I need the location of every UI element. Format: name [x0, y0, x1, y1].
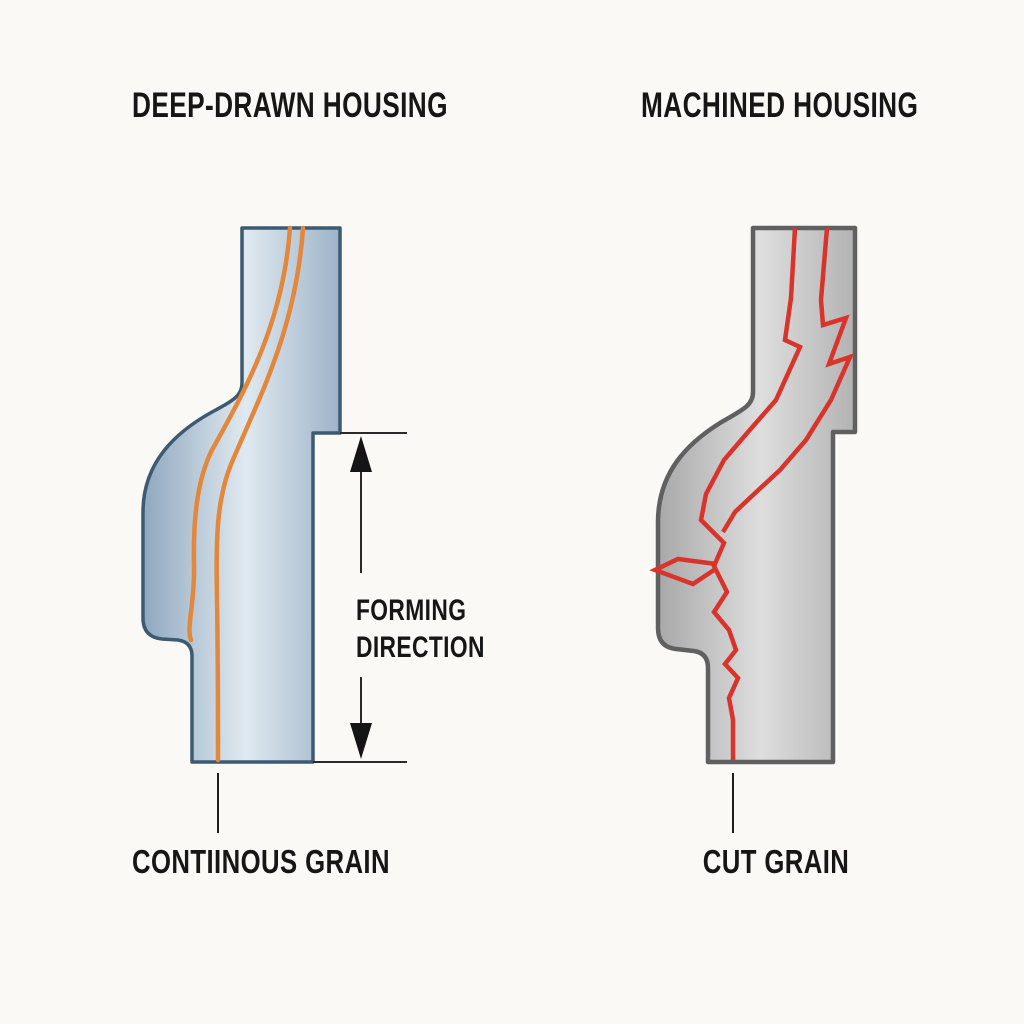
- machined-housing-group: [649, 225, 858, 765]
- continuous-grain-line-left: [187, 225, 293, 643]
- arrowhead-up-icon: [350, 436, 372, 472]
- forming-direction-label: FORMING DIRECTION: [356, 592, 485, 666]
- deep-drawn-housing-group: [141, 225, 342, 764]
- forming-direction-line1: FORMING: [356, 594, 467, 627]
- forming-direction-arrow: [313, 432, 407, 763]
- continuous-grain-line-right: [214, 225, 306, 763]
- deep-drawn-housing-shape: [141, 226, 342, 764]
- arrowhead-down-icon: [350, 723, 372, 759]
- right-panel-caption: CUT GRAIN: [702, 843, 850, 880]
- cut-grain-crack-branch: [649, 556, 719, 587]
- forming-direction-line2: DIRECTION: [356, 631, 485, 664]
- machined-housing-shape: [655, 225, 858, 765]
- cut-grain-crack-main: [698, 227, 803, 760]
- left-panel-caption: CONTIINOUS GRAIN: [132, 843, 390, 880]
- left-panel-title: DEEP-DRAWN HOUSING: [132, 86, 448, 125]
- right-panel-title: MACHINED HOUSING: [641, 86, 919, 125]
- cut-grain-crack-secondary: [721, 227, 855, 534]
